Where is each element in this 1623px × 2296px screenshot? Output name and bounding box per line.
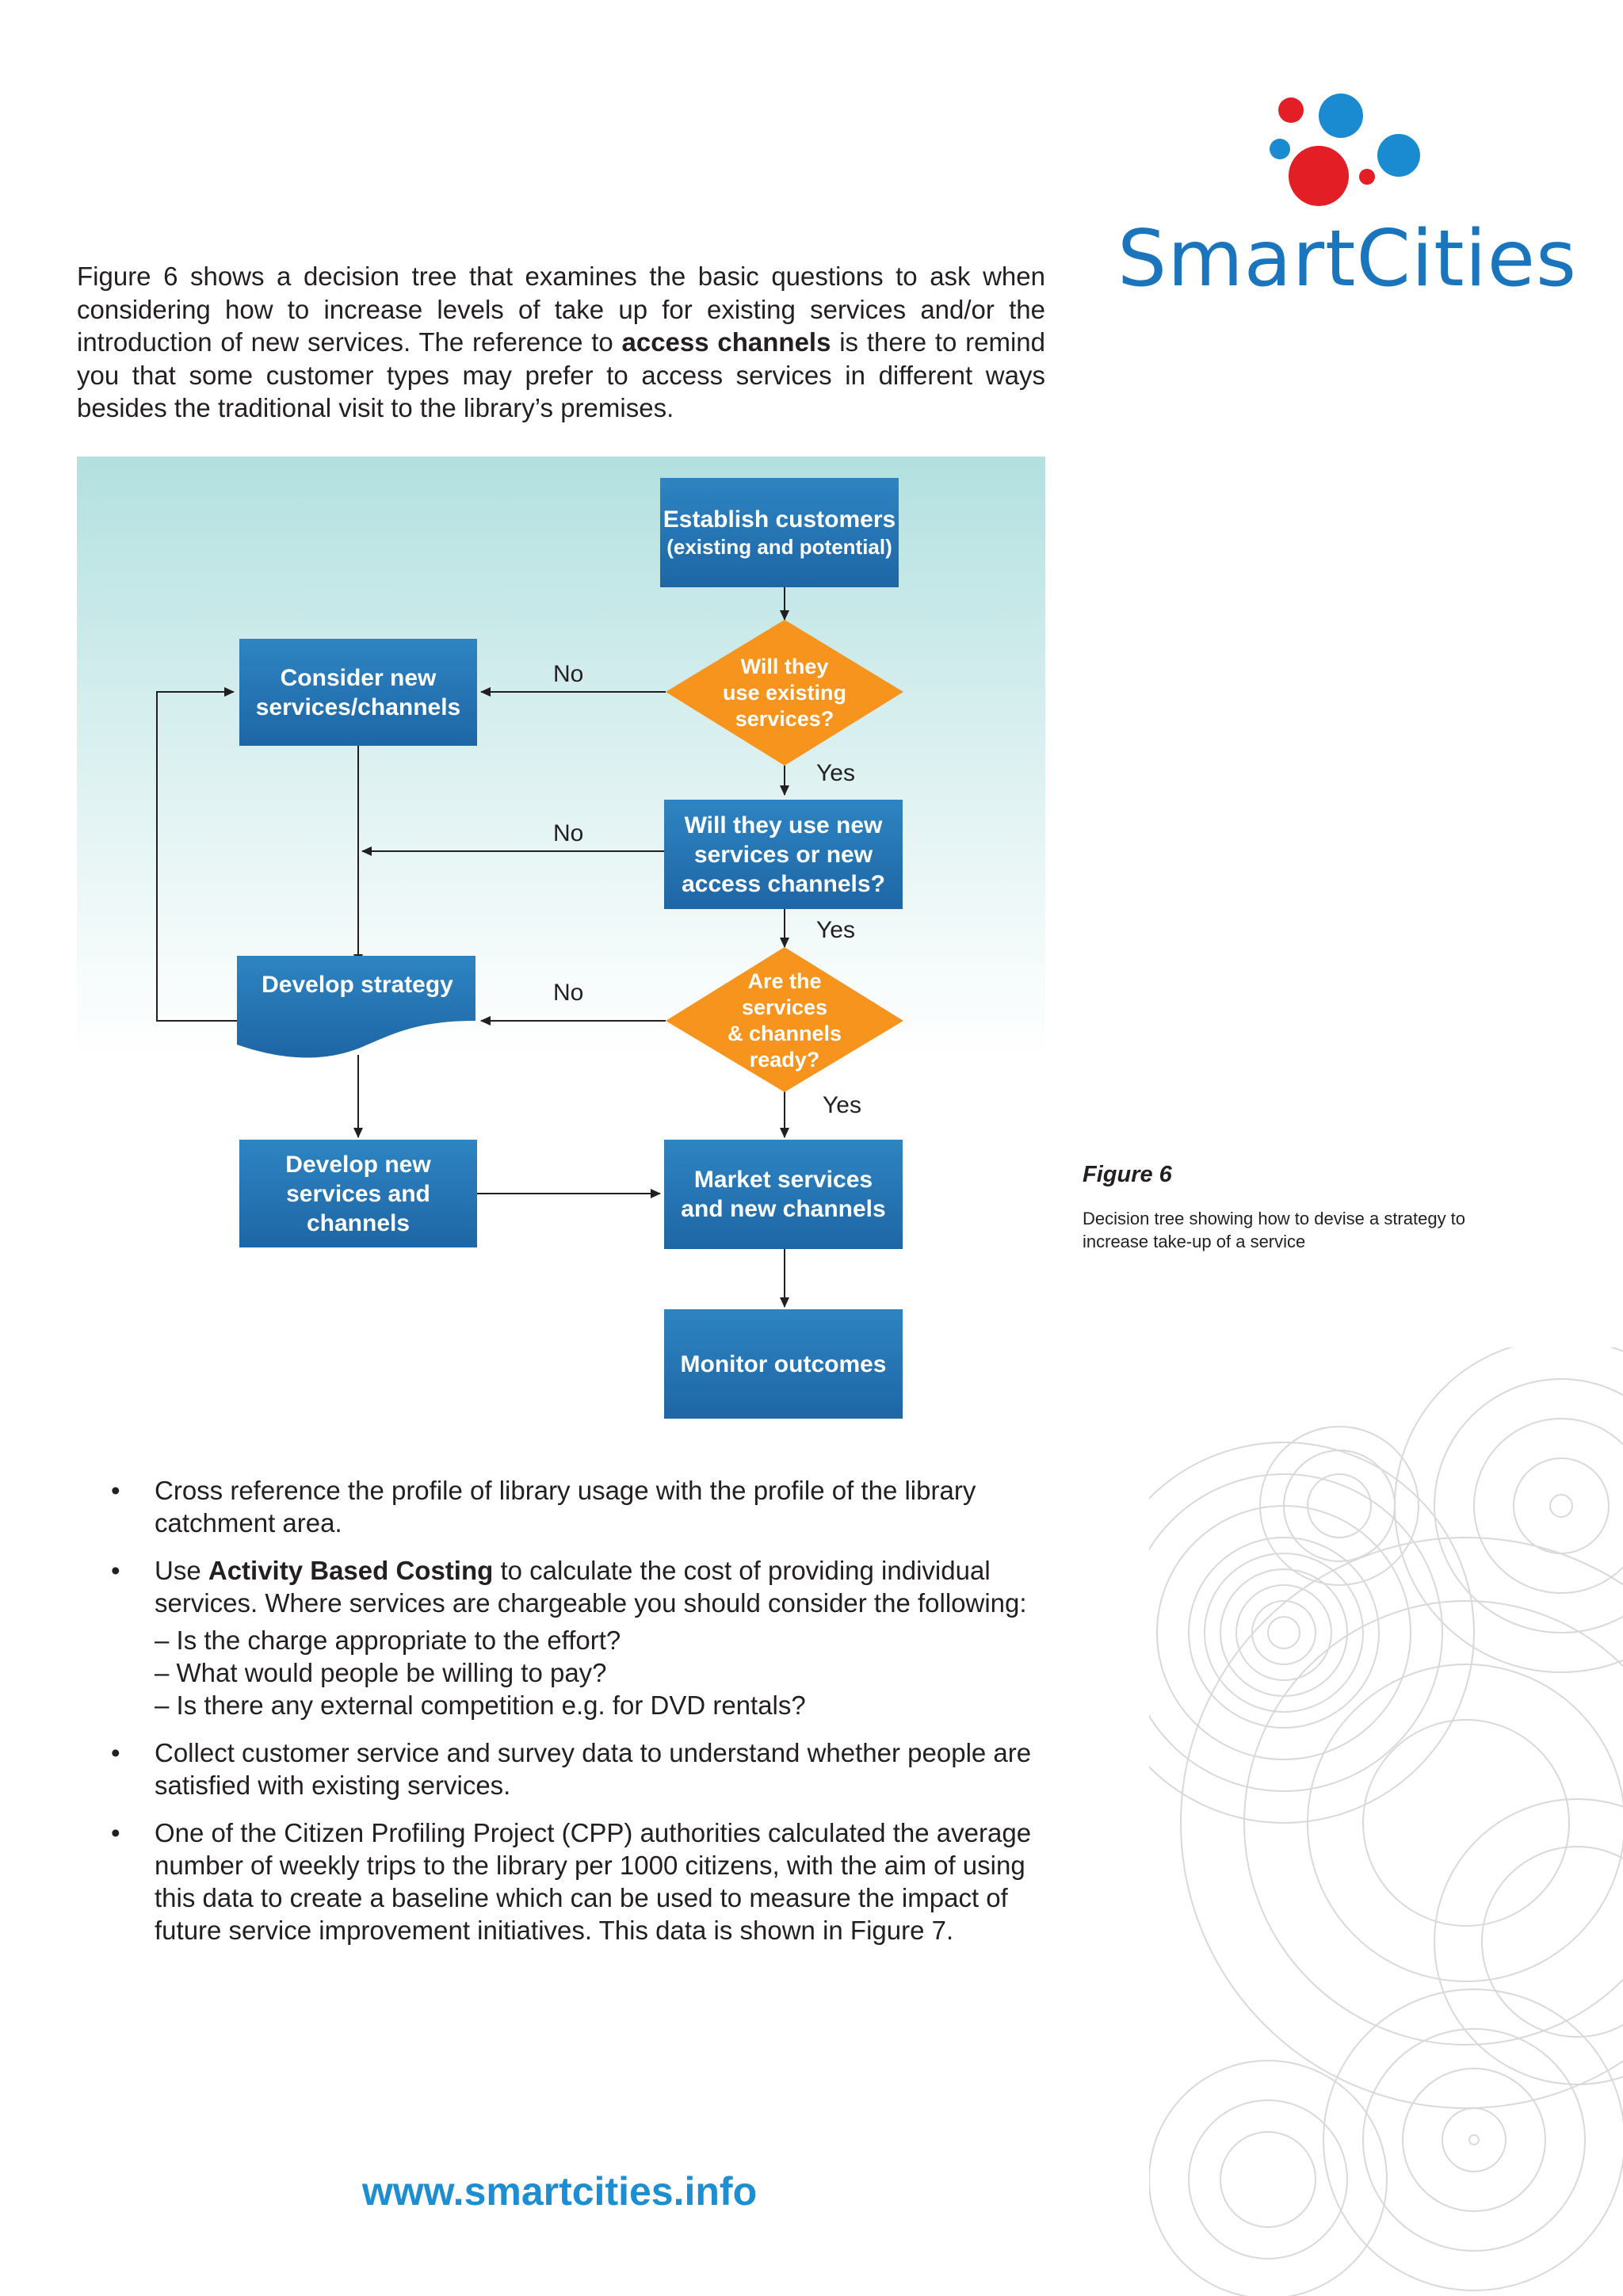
label-no-2: No (553, 820, 584, 846)
bullet-marker: • (111, 1738, 120, 1767)
list-item: • Collect customer service and survey da… (111, 1738, 1032, 1800)
bullet-list: • Cross reference the profile of library… (111, 1474, 1050, 1962)
logo-dots-icon (1270, 94, 1420, 206)
decorative-circles (1149, 1347, 1623, 2296)
bullet-marker: • (111, 1476, 120, 1505)
list-item: • One of the Citizen Profiling Project (… (111, 1818, 1032, 1945)
develop-new-box: Develop new services and channels (239, 1140, 477, 1247)
consider-new-box: Consider new services/channels (239, 639, 477, 746)
intro-bold-term: access channels (621, 327, 831, 357)
intro-paragraph: Figure 6 shows a decision tree that exam… (77, 262, 1045, 422)
figure-title: Figure 6 (1083, 1162, 1172, 1187)
diagram-connectors (156, 587, 903, 1308)
establish-customers-box: Establish customers (existing and potent… (660, 478, 899, 587)
develop-strategy-label: Develop strategy (262, 972, 453, 998)
label-no-3: No (553, 980, 584, 1006)
question-new-services-box: Will they use new services or new access… (664, 800, 903, 909)
question-existing-services: Will they use existing services? (722, 654, 847, 731)
bullet-marker: • (111, 1556, 120, 1585)
label-yes-2: Yes (816, 917, 855, 943)
list-item: • Cross reference the profile of library… (111, 1476, 976, 1538)
figure-caption: Decision tree showing how to devise a st… (1083, 1209, 1466, 1251)
bullet-marker: • (111, 1818, 120, 1847)
sub-item: – What would people be willing to pay? (155, 1658, 607, 1687)
decision-diamond-1 (666, 620, 903, 766)
sub-item: – Is there any external competition e.g.… (155, 1690, 806, 1720)
decision-tree-diagram: Establish customers (existing and potent… (77, 457, 1045, 1423)
label-yes-1: Yes (816, 760, 855, 786)
sub-item: – Is the charge appropriate to the effor… (155, 1626, 621, 1655)
monitor-outcomes-box: Monitor outcomes (664, 1309, 903, 1419)
develop-strategy-shape (237, 956, 475, 1058)
label-no-1: No (553, 661, 584, 687)
logo-wordmark: SmartCities (1117, 214, 1578, 304)
market-services-box: Market services and new channels (664, 1140, 903, 1249)
footer-url-link[interactable]: www.smartcities.info (361, 2169, 758, 2214)
decision-diamond-2 (666, 947, 903, 1092)
list-item: • Use Activity Based Costing to calculat… (111, 1554, 1050, 1721)
label-yes-3: Yes (823, 1092, 861, 1118)
smartcities-logo: SmartCities (1102, 87, 1576, 304)
bold-term: Activity Based Costing (208, 1556, 494, 1585)
question-ready: Are the services & channels ready? (727, 969, 842, 1072)
